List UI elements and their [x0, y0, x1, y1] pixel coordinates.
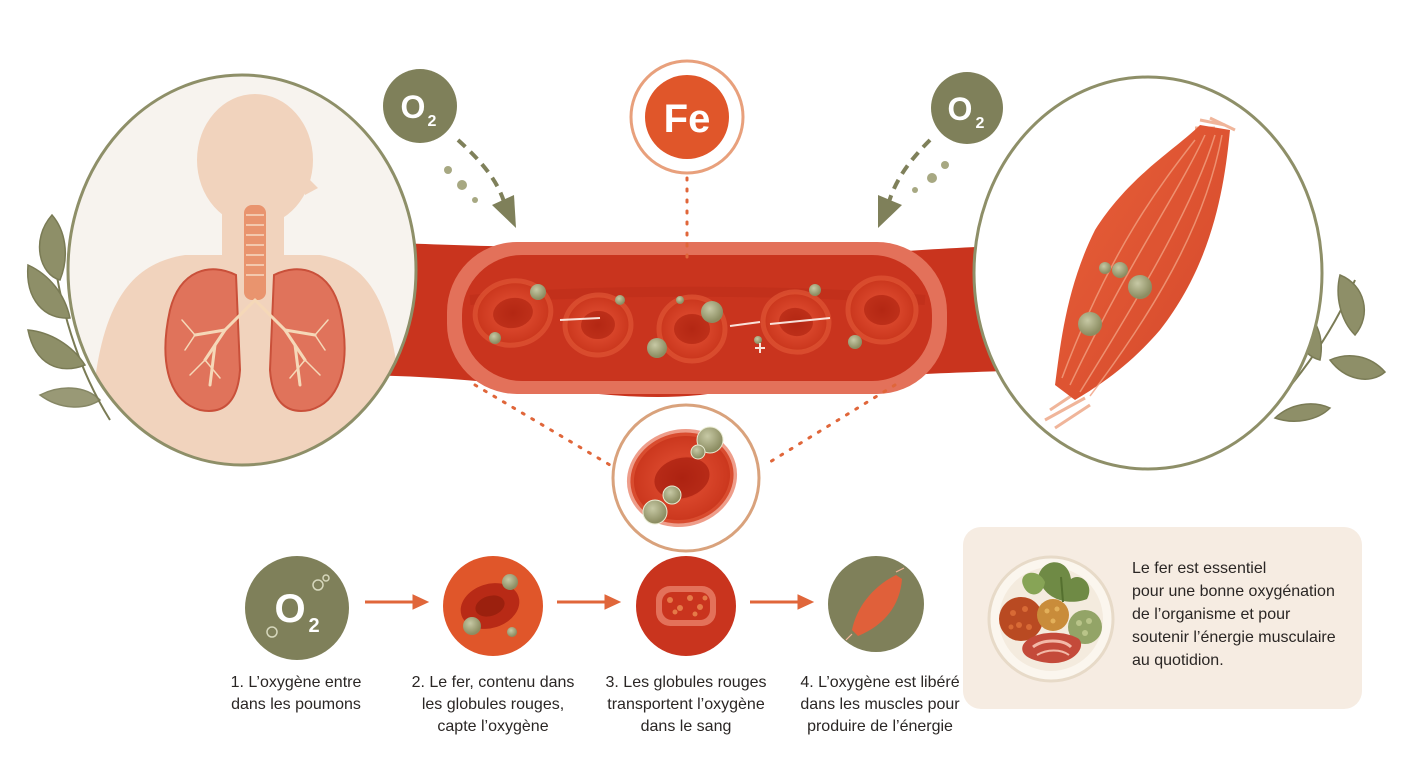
- info-box: Le fer est essentiel pour une bonne oxyg…: [963, 527, 1362, 709]
- oxygen-badge-left: O 2: [383, 69, 457, 143]
- step-arrow-2: [557, 594, 622, 610]
- svg-text:O: O: [948, 91, 973, 127]
- iron-rich-food-plate-icon: [987, 555, 1115, 683]
- info-text: Le fer est essentiel pour une bonne oxyg…: [1132, 560, 1336, 669]
- oxygen-flow-arrow-left: [444, 138, 516, 228]
- svg-text:2: 2: [428, 113, 437, 130]
- step-4-muscle-icon: [828, 556, 924, 652]
- svg-text:2: 2: [308, 615, 319, 637]
- step-3-vessel-icon: [636, 556, 736, 656]
- leaf-branch-left-decoration: [27, 213, 111, 421]
- oxygen-flow-arrow-right: [878, 138, 949, 228]
- step-1-label: 1. L’oxygène entre dans les poumons: [230, 674, 362, 713]
- step-2-blood-cell-icon: [443, 556, 543, 656]
- step-arrow-3: [750, 594, 815, 610]
- svg-text:Fe: Fe: [664, 97, 711, 141]
- svg-text:O: O: [274, 587, 305, 631]
- oxygen-badge-right: O 2: [931, 72, 1003, 144]
- dotted-connectors: [473, 176, 897, 467]
- step-1-oxygen-icon: O 2: [245, 556, 349, 660]
- muscle-illustration: [972, 75, 1324, 471]
- vessel-sparkles: [559, 317, 831, 353]
- iron-badge: Fe: [629, 59, 745, 175]
- step-3-label: 3. Les globules rouges transportent l’ox…: [605, 674, 767, 735]
- oxygen-bubbles-in-vessel: [489, 284, 862, 358]
- step-2-label: 2. Le fer, contenu dans les globules rou…: [411, 674, 575, 735]
- lungs-illustration: [66, 73, 418, 467]
- svg-text:2: 2: [976, 115, 985, 132]
- step-4-label: 4. L’oxygène est libéré dans les muscles…: [800, 674, 960, 735]
- svg-text:O: O: [401, 89, 426, 125]
- red-blood-cell-zoom: [611, 403, 761, 553]
- step-arrow-1: [365, 594, 430, 610]
